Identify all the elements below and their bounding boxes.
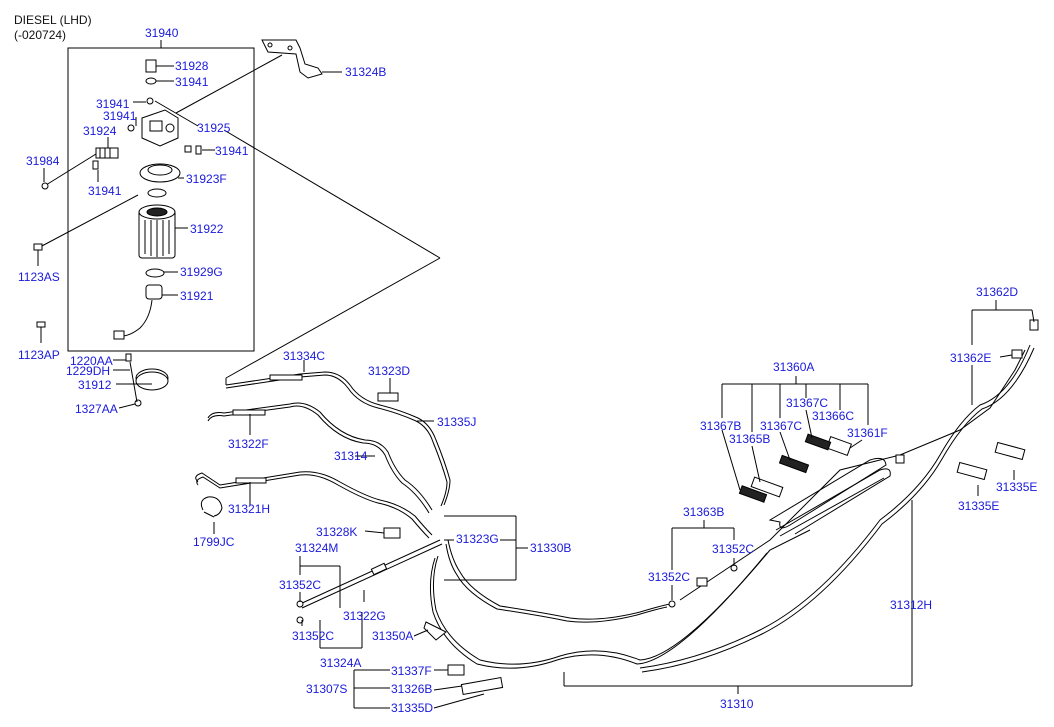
clamp-1799JC [200,496,223,518]
label-31335J[interactable]: 31335J [437,415,476,429]
label-31326B[interactable]: 31326B [391,682,432,696]
label-31361F[interactable]: 31361F [847,426,888,440]
bolt-31984 [41,153,97,190]
label-31312H[interactable]: 31312H [890,598,932,612]
clamp-31352C-c-icon [668,600,676,608]
label-31921[interactable]: 31921 [180,289,214,303]
label-31337F[interactable]: 31337F [391,664,432,678]
label-31310[interactable]: 31310 [720,697,754,711]
clip-31326B-icon [460,677,504,695]
diagram-title: DIESEL (LHD) [14,13,92,27]
clip-31363B-icon [696,577,708,587]
fuel-filter-head [141,109,179,147]
label-1123AS[interactable]: 1123AS [18,270,60,284]
label-31360A[interactable]: 31360A [773,360,814,374]
sensor-31923F [139,163,181,183]
label-31928[interactable]: 31928 [175,59,209,73]
label-31352C-b[interactable]: 31352C [292,629,334,643]
label-31941-b[interactable]: 31941 [96,97,130,111]
label-31324M[interactable]: 31324M [295,541,338,555]
label-31363B[interactable]: 31363B [683,505,724,519]
bolt-1123AP [36,321,46,343]
label-31352C-a[interactable]: 31352C [279,578,321,592]
label-1229DH[interactable]: 1229DH [66,364,110,378]
label-31912[interactable]: 31912 [78,378,112,392]
label-31314[interactable]: 31314 [334,449,368,463]
label-31335D[interactable]: 31335D [391,701,433,715]
label-1799JC[interactable]: 1799JC [193,535,235,549]
label-31940[interactable]: 31940 [145,26,179,40]
label-31922[interactable]: 31922 [190,222,224,236]
label-31924[interactable]: 31924 [83,124,117,138]
label-1123AP[interactable]: 1123AP [18,348,60,362]
label-31367C-b[interactable]: 31367C [760,419,802,433]
label-31335E-b[interactable]: 31335E [996,480,1037,494]
label-31330B[interactable]: 31330B [530,541,571,555]
fuel-filter-cartridge-31922 [138,204,176,259]
label-1327AA[interactable]: 1327AA [75,402,118,416]
fuel-filter-group-box [67,40,255,352]
small-parts-31941 [92,97,202,170]
label-31366C[interactable]: 31366C [812,409,854,423]
bracket-31324B [261,39,323,79]
connection-lines [175,54,441,385]
label-31350A[interactable]: 31350A [372,629,413,643]
bleed-screw-31928 [145,59,157,85]
label-31367B[interactable]: 31367B [700,419,741,433]
label-31352C-c[interactable]: 31352C [712,542,754,556]
label-31328K[interactable]: 31328K [316,525,357,539]
clip-31337F-icon [447,664,465,676]
fuel-pipes [195,319,1039,695]
label-31923F[interactable]: 31923F [186,172,227,186]
label-31322F[interactable]: 31322F [228,437,269,451]
label-31335E-a[interactable]: 31335E [958,499,999,513]
label-31324A[interactable]: 31324A [320,656,361,670]
label-31362D[interactable]: 31362D [976,285,1018,299]
mounting-band-31912 [125,353,169,407]
label-31323G[interactable]: 31323G [456,532,499,546]
label-1220AA[interactable]: 1220AA [70,354,113,368]
label-31941-d[interactable]: 31941 [215,144,249,158]
label-31307S[interactable]: 31307S [306,682,347,696]
leader-lines [37,65,1035,709]
bracket-31350A-icon [423,621,447,641]
label-31925[interactable]: 31925 [197,121,231,135]
label-31984[interactable]: 31984 [26,154,60,168]
diagram-subtitle: (-020724) [14,28,66,42]
label-31322G[interactable]: 31322G [343,609,386,623]
label-31362E[interactable]: 31362E [950,351,991,365]
label-31367C-a[interactable]: 31367C [786,396,828,410]
label-31352C-d[interactable]: 31352C [648,570,690,584]
part-labels: 31928 31941 31941 31941 31924 31925 3198… [18,59,1037,715]
label-31365B[interactable]: 31365B [729,432,770,446]
label-31929G[interactable]: 31929G [180,265,223,279]
bolt-1123AS [33,194,139,251]
o-ring-upper-icon [147,188,167,198]
fitting-31924 [95,147,119,159]
water-sensor-31921 [113,284,163,340]
label-31321H[interactable]: 31321H [228,502,270,516]
clip-31323D-icon [377,392,399,402]
label-31941-c[interactable]: 31941 [103,109,137,123]
label-31941-a[interactable]: 31941 [175,75,209,89]
clip-31328K-icon [383,527,401,539]
label-31323D[interactable]: 31323D [368,364,410,378]
label-31941-e[interactable]: 31941 [88,184,122,198]
label-31334C[interactable]: 31334C [283,349,325,363]
label-31324B[interactable]: 31324B [345,65,386,79]
o-ring-31929G-icon [145,268,165,278]
